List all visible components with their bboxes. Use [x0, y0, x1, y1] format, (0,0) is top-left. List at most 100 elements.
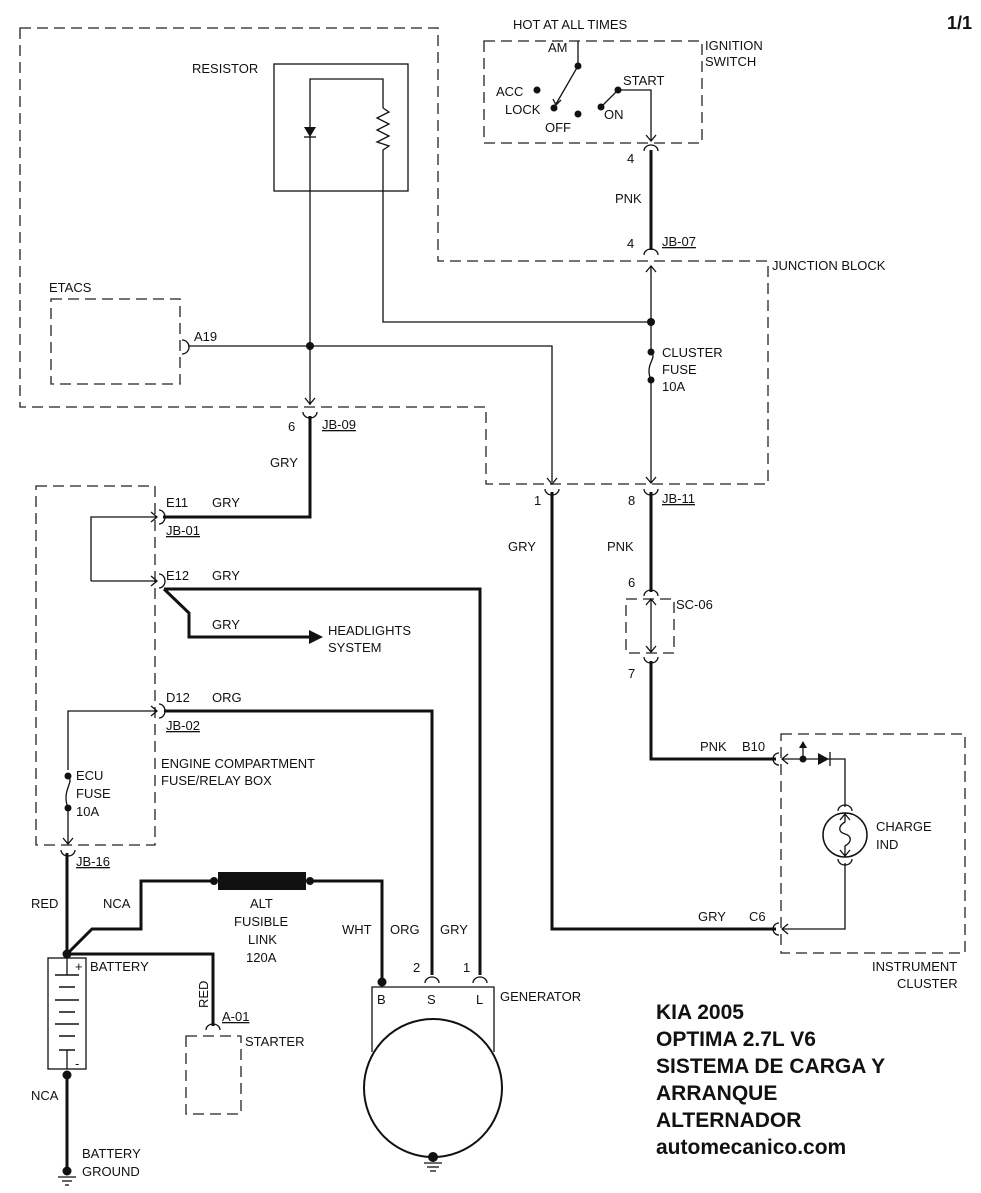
wire-label-gry-gen-l: GRY	[440, 922, 468, 937]
title-line-3: SISTEMA DE CARGA Y	[656, 1055, 885, 1078]
arrow-sc06-down-icon	[645, 645, 657, 654]
fusible-link-label-2: FUSIBLE	[234, 914, 289, 929]
wire-gry-headlights	[162, 587, 310, 639]
arrow-up-icon	[799, 741, 807, 748]
cluster-pin-b10: B10	[742, 739, 765, 754]
battery-label: BATTERY	[90, 959, 149, 974]
arrow-jb11-left-icon	[546, 477, 558, 486]
jb11-label: JB-11	[662, 491, 695, 506]
cluster-fuse-label-2: FUSE	[662, 362, 697, 377]
jb07-label: JB-07	[662, 234, 696, 249]
wire-label-wht-gen-b: WHT	[342, 922, 372, 937]
connector-e12-icon	[158, 573, 166, 589]
arrow-sc06-up-icon	[645, 597, 657, 606]
arrow-ign-out-icon	[645, 134, 657, 143]
engine-fuse-relay-box	[35, 485, 156, 846]
gen-pin-1: 1	[463, 960, 470, 975]
arrow-e12-icon	[150, 575, 159, 587]
ecu-fuse-label-1: ECU	[76, 768, 103, 783]
generator-label: GENERATOR	[500, 989, 581, 1004]
junction-block-label: JUNCTION BLOCK	[772, 258, 886, 273]
arrow-jb11-right-icon	[645, 476, 657, 485]
connector-jb07-icon	[643, 248, 659, 256]
wire-label-gry-e11: GRY	[212, 495, 240, 510]
instrument-cluster-label-2: CLUSTER	[897, 976, 958, 991]
cluster-fuse-rating: 10A	[662, 379, 685, 394]
ign-pos-am: AM	[548, 40, 568, 55]
etacs-pin-a19: A19	[194, 329, 217, 344]
battery-minus-sign: -	[75, 1056, 79, 1071]
ign-pos-on: ON	[604, 107, 624, 122]
connector-e11-icon	[158, 509, 166, 525]
engine-box-label-1: ENGINE COMPARTMENT	[161, 756, 315, 771]
ignition-header-label: HOT AT ALL TIMES	[513, 17, 627, 32]
arrow-d12-icon	[150, 705, 159, 717]
ignition-switch-box	[483, 40, 703, 144]
sc06-pin-6: 6	[628, 575, 635, 590]
wire-gry-jb09-e11	[163, 416, 312, 519]
generator-ground-icon	[424, 1152, 442, 1172]
wire-org-d12-generator-s	[164, 709, 434, 975]
jb02-label: JB-02	[166, 718, 200, 733]
cluster-fuse-icon	[648, 351, 654, 381]
resistor-zigzag-icon	[375, 107, 651, 323]
pin-e11: E11	[166, 495, 188, 510]
resistor-box	[273, 63, 409, 192]
fusible-link-icon	[218, 872, 306, 890]
connector-ign-pin4-icon	[643, 144, 659, 152]
title-line-4: ARRANQUE	[656, 1082, 777, 1105]
wire-label-nca-upper: NCA	[103, 896, 131, 911]
ign-contact-off	[574, 110, 582, 118]
battery-ground-label-2: GROUND	[82, 1164, 140, 1179]
wire-label-gry-jb11: GRY	[508, 539, 536, 554]
ignition-lever-arrow-icon	[552, 98, 562, 107]
splice-a19	[306, 342, 314, 350]
wire-label-gry-e12: GRY	[212, 568, 240, 583]
page-indicator: 1/1	[947, 13, 972, 33]
charge-ind-label-2: IND	[876, 837, 898, 852]
wire-wht-generator-b	[310, 879, 384, 981]
arrow-jb16-icon	[62, 837, 74, 846]
connector-c6-icon	[772, 922, 780, 936]
fusible-link-terminal-left	[210, 877, 218, 885]
wire-label-org-d12: ORG	[212, 690, 242, 705]
jb09-label: JB-09	[322, 417, 356, 432]
ign-pos-lock: LOCK	[505, 102, 541, 117]
ecu-fuse-feed-wire	[67, 710, 157, 770]
connector-gen-s-icon	[424, 976, 440, 984]
charge-indicator-lamp-icon	[822, 804, 868, 866]
wire-label-pnk-b10: PNK	[700, 739, 727, 754]
ign-contact-am	[574, 62, 582, 70]
generator-body-icon	[363, 1018, 503, 1158]
wire-gry-jb11-c6	[550, 492, 776, 931]
charge-ind-label-1: CHARGE	[876, 819, 932, 834]
ign-contact-lock	[550, 104, 558, 112]
fusible-link-label-3: LINK	[248, 932, 277, 947]
generator-terminal-box	[371, 986, 495, 1052]
starter-label: STARTER	[245, 1034, 304, 1049]
ecu-fuse-rating: 10A	[76, 804, 99, 819]
title-line-6: automecanico.com	[656, 1136, 846, 1159]
gen-pin-2: 2	[413, 960, 420, 975]
wire-label-gry-headlights: GRY	[212, 617, 240, 632]
battery-ground-icon	[58, 1166, 76, 1186]
wire-label-gry-jb09: GRY	[270, 455, 298, 470]
gen-b-terminal	[377, 977, 387, 987]
wire-label-pnk-1: PNK	[615, 191, 642, 206]
jb09-pin-6: 6	[288, 419, 295, 434]
jb01-label: JB-01	[166, 523, 200, 538]
cluster-fuse-label-1: CLUSTER	[662, 345, 723, 360]
instrument-cluster-box	[780, 733, 966, 954]
wire-label-red-jb16: RED	[31, 896, 58, 911]
cluster-b10-wire	[782, 758, 846, 807]
gen-terminal-b: B	[377, 992, 386, 1007]
battery-cells-icon	[55, 958, 79, 1069]
engine-box-label-2: FUSE/RELAY BOX	[161, 773, 272, 788]
ign-pin-4: 4	[627, 151, 634, 166]
sc06-pin-7: 7	[628, 666, 635, 681]
pin-e12: E12	[166, 568, 189, 583]
fusible-link-label-1: ALT	[250, 896, 273, 911]
etacs-box	[50, 298, 181, 385]
wire-label-pnk-jb11: PNK	[607, 539, 634, 554]
wire-nca-battery-fusible	[65, 879, 214, 956]
